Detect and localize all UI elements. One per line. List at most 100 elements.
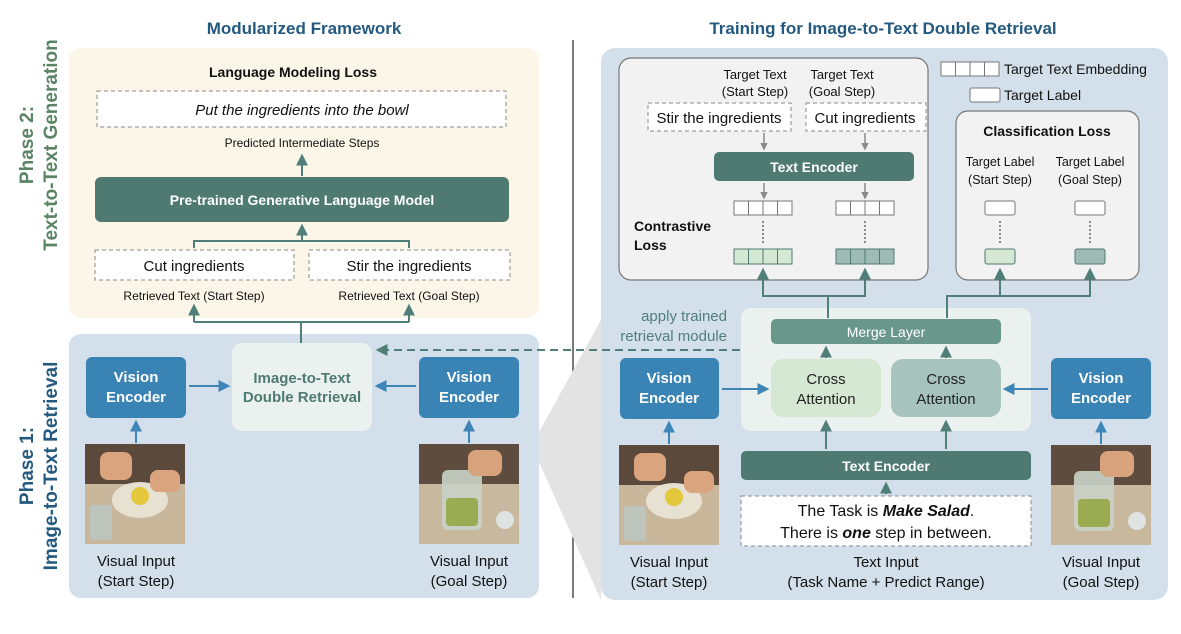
zoom-wedge (539, 320, 601, 600)
vision-encoder-right-goal (1051, 358, 1151, 419)
legend-embedding-swatch (940, 61, 1000, 77)
task-prefix: The Task is (798, 503, 883, 520)
image-start-step-left (85, 444, 185, 544)
arrow-merge-to-goal-emb (828, 267, 871, 297)
arrow-merge-to-start-emb (757, 267, 829, 318)
retrieved-goal-label: Retrieved Text (Goal Step) (338, 289, 479, 303)
visual-right-start-l1: Visual Input (630, 554, 709, 571)
visual-right-goal-l1: Visual Input (1062, 554, 1141, 571)
predicted-text-box (96, 90, 507, 128)
vision-encoder-goal-l1: Vision (447, 369, 492, 386)
cross-attention-start (771, 359, 881, 417)
target-label-goal-l2: (Goal Step) (1058, 173, 1122, 187)
stir-text: Stir the ingredients (656, 110, 781, 127)
cross-attention-goal (891, 359, 1001, 417)
text-input-l1: Text Input (853, 554, 919, 571)
text-encoder-bottom-label: Text Encoder (842, 458, 930, 474)
contrastive-loss-l1: Contrastive (634, 218, 711, 234)
vision-encoder-start-l1: Vision (114, 369, 159, 386)
target-label-start-l1: Target Label (966, 155, 1035, 169)
apply-trained-l1: apply trained (641, 308, 727, 325)
legend-label-label: Target Label (1004, 87, 1081, 103)
text-encoder-top-label: Text Encoder (770, 159, 858, 175)
range-value: one (842, 525, 871, 542)
merge-layer-label: Merge Layer (847, 324, 926, 340)
predicted-label: Predicted Intermediate Steps (225, 136, 380, 150)
svg-text:Image-to-Text Retrieval: Image-to-Text Retrieval (41, 362, 62, 571)
retrieval-line2: Double Retrieval (243, 389, 361, 406)
visual-goal-label-l2: (Goal Step) (431, 573, 508, 590)
vision-encoder-start (86, 357, 186, 418)
image-start-step-right (619, 445, 719, 545)
vision-encoder-goal (419, 357, 519, 418)
contrastive-loss-l2: Loss (634, 237, 667, 253)
lm-model-box (95, 177, 509, 222)
target-label-start-box (984, 200, 1016, 216)
target-start-l2: (Start Step) (722, 84, 788, 99)
task-suffix: . (970, 503, 974, 520)
cross-attention-start-l1: Cross (806, 371, 845, 388)
right-title: Training for Image-to-Text Double Retrie… (709, 19, 1056, 38)
target-goal-l2: (Goal Step) (809, 84, 875, 99)
cut-text: Cut ingredients (815, 110, 916, 127)
text-encoder-top (714, 152, 914, 181)
vision-encoder-goal-l2: Encoder (439, 389, 499, 406)
task-line: The Task is Make Salad. (798, 503, 975, 520)
lm-loss-label: Language Modeling Loss (209, 64, 377, 80)
svg-text:Phase 1:: Phase 1: (17, 427, 38, 505)
target-goal-l1: Target Text (810, 67, 874, 82)
lm-model-label: Pre-trained Generative Language Model (170, 192, 435, 208)
range-line: There is one step in between. (780, 525, 992, 542)
classification-panel (955, 110, 1140, 281)
task-input-box (740, 495, 1032, 547)
retrieval-line1: Image-to-Text (253, 370, 350, 387)
embedding-goal-pred (835, 248, 895, 265)
cut-box (805, 102, 927, 132)
predicted-text: Put the ingredients into the bowl (195, 102, 409, 119)
target-label-goal-box (1074, 200, 1106, 216)
embedding-goal-output (835, 200, 895, 216)
target-start-l1: Target Text (723, 67, 787, 82)
phase2-label: Phase 2: Text-to-Text Generation (17, 39, 62, 250)
svg-text:Text-to-Text Generation: Text-to-Text Generation (41, 39, 62, 250)
svg-text:Phase 2:: Phase 2: (17, 106, 38, 184)
visual-goal-label-l1: Visual Input (430, 553, 509, 570)
arrow-merge-to-goal-label (947, 267, 1096, 297)
retrieved-goal-text: Stir the ingredients (346, 258, 471, 275)
retrieved-start-label: Retrieved Text (Start Step) (123, 289, 264, 303)
cross-attention-goal-l2: Attention (916, 391, 975, 408)
retrieved-start-text: Cut ingredients (144, 258, 245, 275)
visual-right-goal-l2: (Goal Step) (1063, 574, 1140, 591)
stir-box (647, 102, 792, 132)
text-encoder-bottom (741, 451, 1031, 480)
range-prefix: There is (780, 525, 842, 542)
vision-encoder-right-start-l2: Encoder (639, 390, 699, 407)
vision-encoder-start-l2: Encoder (106, 389, 166, 406)
merge-layer-box (771, 319, 1001, 344)
image-goal-step-left (419, 444, 519, 544)
legend-label-swatch (969, 87, 1001, 103)
retrieved-start-box (94, 249, 295, 281)
visual-start-label-l1: Visual Input (97, 553, 176, 570)
apply-trained-l2: retrieval module (620, 328, 727, 345)
legend-embedding-label: Target Text Embedding (1004, 61, 1147, 77)
retrieved-goal-box (308, 249, 511, 281)
vision-encoder-right-goal-l2: Encoder (1071, 390, 1131, 407)
target-label-goal-l1: Target Label (1056, 155, 1125, 169)
left-title: Modularized Framework (207, 19, 402, 38)
vision-encoder-right-goal-l1: Vision (1079, 370, 1124, 387)
task-name: Make Salad (883, 503, 971, 520)
text-input-l2: (Task Name + Predict Range) (787, 574, 984, 591)
cross-attention-goal-l1: Cross (926, 371, 965, 388)
visual-start-label-l2: (Start Step) (98, 573, 175, 590)
target-label-start-l2: (Start Step) (968, 173, 1032, 187)
pred-label-goal-box (1074, 248, 1106, 265)
range-suffix: step in between. (871, 525, 992, 542)
pred-label-start-box (984, 248, 1016, 265)
cross-attention-start-l2: Attention (796, 391, 855, 408)
vision-encoder-right-start (620, 358, 719, 419)
phase1-label: Phase 1: Image-to-Text Retrieval (17, 362, 62, 571)
retrieval-box (232, 343, 372, 431)
classification-loss-label: Classification Loss (983, 123, 1111, 139)
